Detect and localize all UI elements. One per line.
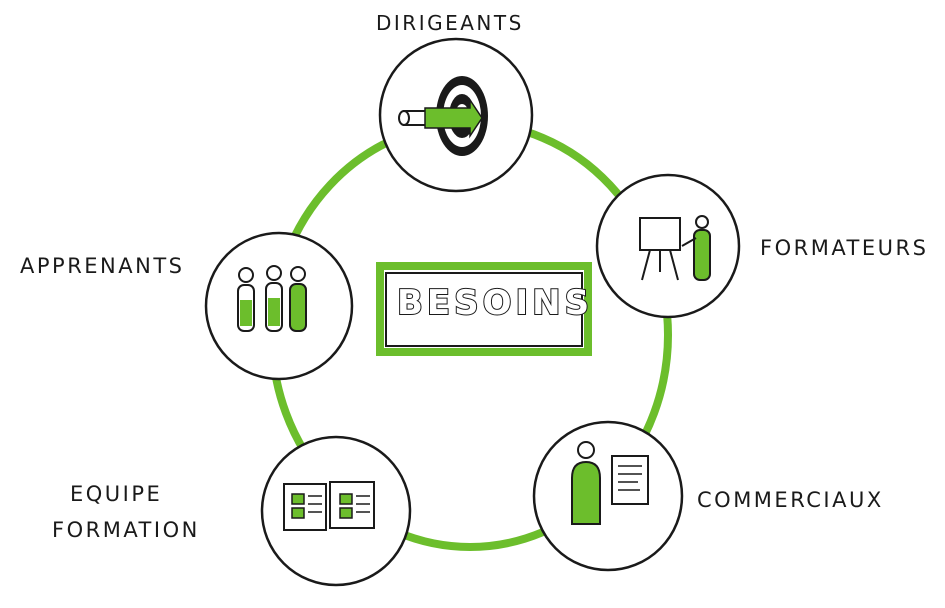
node-commerciaux <box>532 420 684 572</box>
label-formateurs: FORMATEURS <box>760 236 929 260</box>
target-arrow-icon <box>398 76 488 156</box>
label-apprenants: APPRENANTS <box>20 254 185 278</box>
node-dirigeants <box>378 37 534 193</box>
open-books-icon <box>283 481 375 531</box>
center-label: BESOINS <box>396 283 594 323</box>
node-apprenants <box>204 231 354 381</box>
label-equipe: EQUIPE <box>70 482 163 506</box>
presenter-whiteboard-icon <box>639 215 711 281</box>
label-commerciaux: COMMERCIAUX <box>697 488 884 512</box>
besoins-box <box>376 262 592 356</box>
node-equipe-formation <box>260 435 412 587</box>
node-formateurs <box>595 173 741 319</box>
person-document-icon <box>571 441 649 525</box>
label-formation: FORMATION <box>52 518 200 542</box>
group-of-people-icon <box>237 265 307 332</box>
label-dirigeants: DIRIGEANTS <box>376 11 524 35</box>
